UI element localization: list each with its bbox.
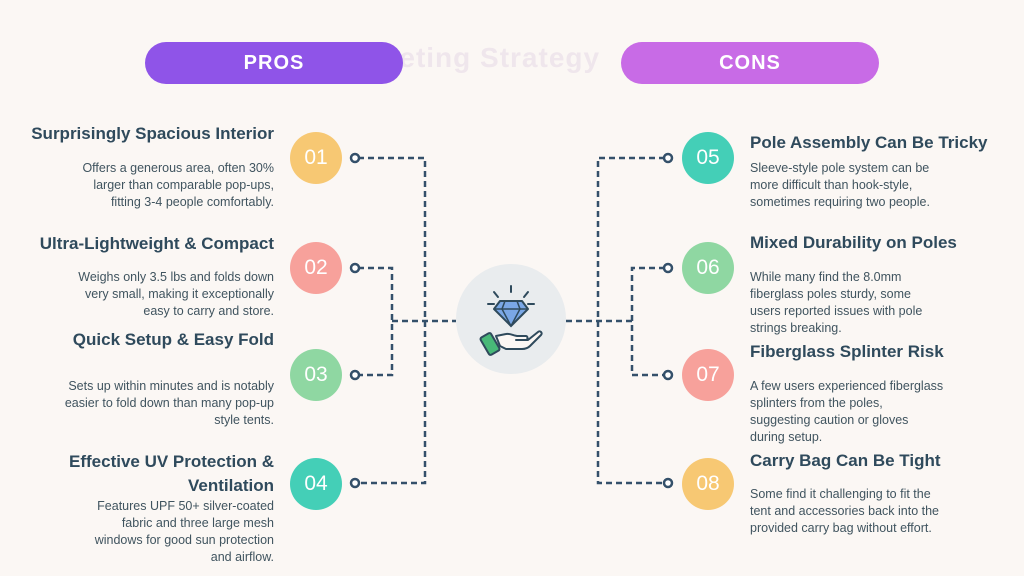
pros-desc-02-line: very small, making it exceptionally xyxy=(85,287,274,301)
pros-desc-03-line: style tents. xyxy=(214,413,274,427)
cons-desc-05-line: Sleeve-style pole system can be xyxy=(750,161,930,175)
pros-header: PROS xyxy=(145,42,403,84)
connector-dot-05 xyxy=(662,152,674,164)
connector-dot-04 xyxy=(349,477,361,489)
cons-desc-06-line: users reported issues with pole xyxy=(750,304,923,318)
pros-desc-02-line: Weighs only 3.5 lbs and folds down xyxy=(78,270,274,284)
pros-desc-04: Features UPF 50+ silver-coated fabric an… xyxy=(0,498,274,566)
connector-01 xyxy=(358,156,427,485)
cons-desc-05-line: more difficult than hook-style, xyxy=(750,178,913,192)
cons-header: CONS xyxy=(621,42,879,84)
cons-number-05: 05 xyxy=(682,132,734,184)
connector-dot-06 xyxy=(662,262,674,274)
cons-desc-07: A few users experienced fiberglass splin… xyxy=(750,378,1020,446)
cons-number-07: 07 xyxy=(682,349,734,401)
cons-number-06: 06 xyxy=(682,242,734,294)
cons-desc-08-line: provided carry bag without effort. xyxy=(750,521,932,535)
pros-title-04: Effective UV Protection & Ventilation xyxy=(0,450,274,498)
pros-desc-01-line: Offers a generous area, often 30% xyxy=(82,161,274,175)
connector-dot-08 xyxy=(662,477,674,489)
connector-dot-02 xyxy=(349,262,361,274)
cons-desc-08: Some find it challenging to fit the tent… xyxy=(750,486,1020,537)
pros-title-04-line: Effective UV Protection & xyxy=(69,452,274,471)
cons-title-07: Fiberglass Splinter Risk xyxy=(750,342,944,361)
pros-desc-02: Weighs only 3.5 lbs and folds down very … xyxy=(0,269,274,320)
pros-title-01: Surprisingly Spacious Interior xyxy=(31,124,274,143)
connector-dot-01 xyxy=(349,152,361,164)
pros-desc-04-line: windows for good sun protection xyxy=(94,533,274,547)
pros-desc-04-line: Features UPF 50+ silver-coated xyxy=(97,499,274,513)
pros-title-03: Quick Setup & Easy Fold xyxy=(72,330,274,349)
pros-desc-02-line: easy to carry and store. xyxy=(143,304,274,318)
cons-desc-07-line: splinters from the poles, xyxy=(750,396,883,410)
cons-title-05: Pole Assembly Can Be Tricky xyxy=(750,133,988,152)
cons-desc-07-line: suggesting caution or gloves xyxy=(750,413,909,427)
connector-dot-07 xyxy=(662,369,674,381)
pros-desc-01-line: fitting 3-4 people comfortably. xyxy=(110,195,274,209)
cons-number-08: 08 xyxy=(682,458,734,510)
connector-dot-03 xyxy=(349,369,361,381)
pros-desc-01: Offers a generous area, often 30% larger… xyxy=(0,160,274,211)
pros-desc-03-line: easier to fold down than many pop-up xyxy=(64,396,274,410)
pros-number-03: 03 xyxy=(290,349,342,401)
cons-desc-06: While many find the 8.0mm fiberglass pol… xyxy=(750,269,1020,337)
cons-title-06: Mixed Durability on Poles xyxy=(750,233,957,252)
cons-desc-05-line: sometimes requiring two people. xyxy=(750,195,930,209)
connector-02 xyxy=(358,266,394,377)
pros-title-02: Ultra-Lightweight & Compact xyxy=(39,234,274,253)
pros-desc-04-line: fabric and three large mesh xyxy=(121,516,274,530)
connector-06 xyxy=(630,266,665,377)
cons-title-08: Carry Bag Can Be Tight xyxy=(750,451,941,470)
cons-desc-08-line: Some find it challenging to fit the xyxy=(750,487,931,501)
pros-number-02: 02 xyxy=(290,242,342,294)
pros-desc-03: Sets up within minutes and is notably ea… xyxy=(0,378,274,429)
cons-desc-07-line: during setup. xyxy=(750,430,823,444)
center-icon-circle xyxy=(456,264,566,374)
pros-desc-01-line: larger than comparable pop-ups, xyxy=(93,178,274,192)
diamond-hand-icon xyxy=(479,285,543,356)
pros-desc-03-line: Sets up within minutes and is notably xyxy=(68,379,274,393)
cons-desc-06-line: fiberglass poles sturdy, some xyxy=(750,287,911,301)
connector-05 xyxy=(596,156,665,485)
cons-desc-05: Sleeve-style pole system can be more dif… xyxy=(750,160,1020,211)
pros-number-04: 04 xyxy=(290,458,342,510)
cons-desc-07-line: A few users experienced fiberglass xyxy=(750,379,944,393)
pros-title-04-line: Ventilation xyxy=(188,476,274,495)
cons-desc-08-line: tent and accessories back into the xyxy=(750,504,940,518)
pros-desc-04-line: and airflow. xyxy=(210,550,274,564)
cons-desc-06-line: strings breaking. xyxy=(750,321,842,335)
cons-desc-06-line: While many find the 8.0mm xyxy=(750,270,902,284)
pros-number-01: 01 xyxy=(290,132,342,184)
